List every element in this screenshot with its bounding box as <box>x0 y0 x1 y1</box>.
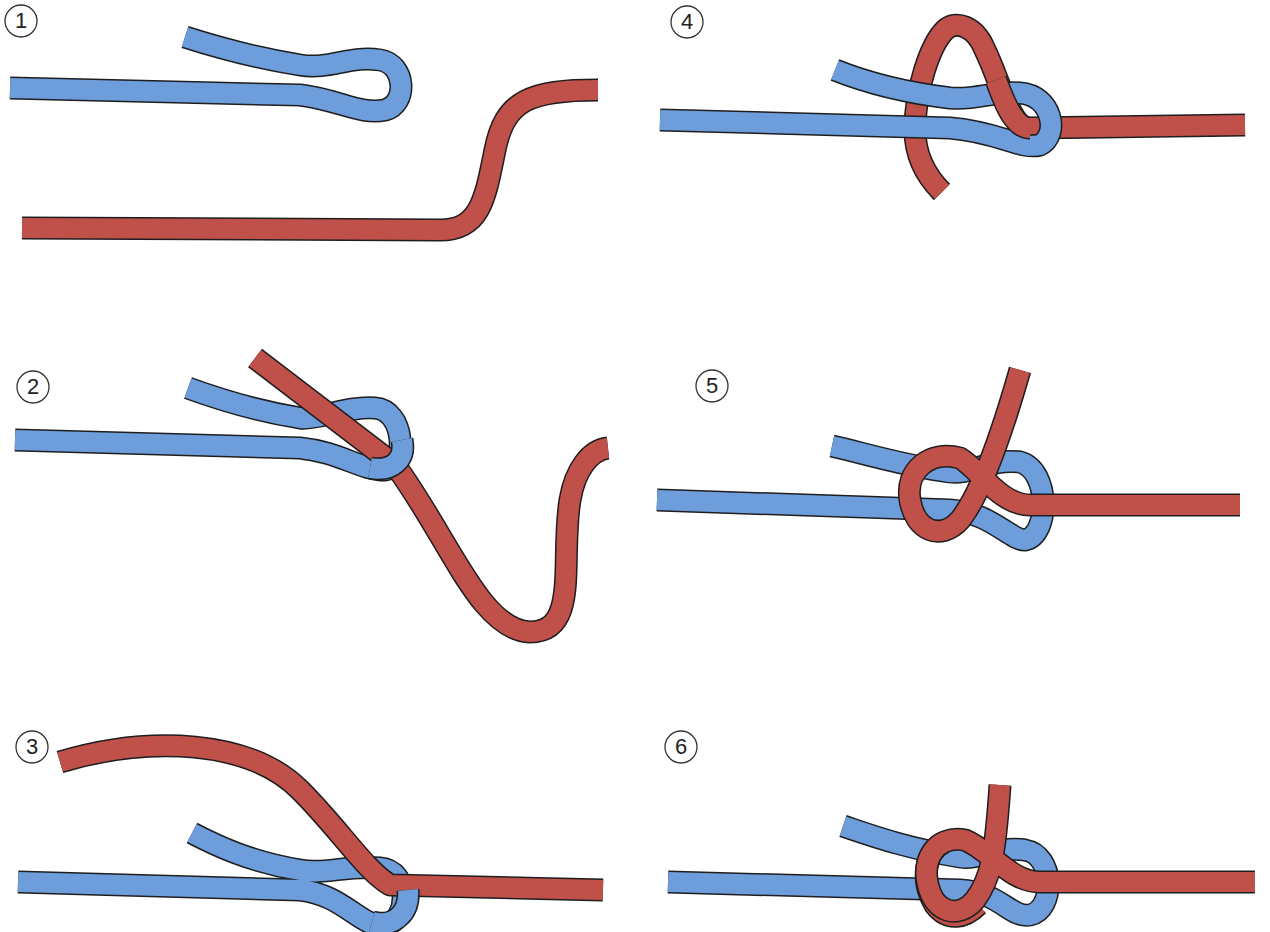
callout-text: 2 <box>27 376 39 398</box>
rope-red <box>60 746 603 890</box>
callout-number: 4 <box>670 5 704 39</box>
callout-text: 4 <box>681 11 693 33</box>
callout-text: 1 <box>15 10 27 32</box>
callout-text: 3 <box>26 736 38 758</box>
rope-blue <box>660 70 1051 146</box>
callout-text: 6 <box>675 736 687 758</box>
callout-number: 6 <box>664 730 698 764</box>
callout-number: 5 <box>695 369 729 403</box>
rope-blue-over <box>370 440 403 469</box>
rope-red-over <box>996 80 1030 128</box>
callout-text: 5 <box>706 375 718 397</box>
rope-red <box>255 358 608 632</box>
rope-blue <box>10 37 401 111</box>
rope-red <box>927 785 1255 911</box>
callout-number: 1 <box>4 4 38 38</box>
rope-blue-over <box>372 890 408 923</box>
callout-number: 3 <box>15 730 49 764</box>
callout-number: 2 <box>16 370 50 404</box>
rope-red <box>22 90 598 230</box>
rope-red <box>909 370 1240 531</box>
